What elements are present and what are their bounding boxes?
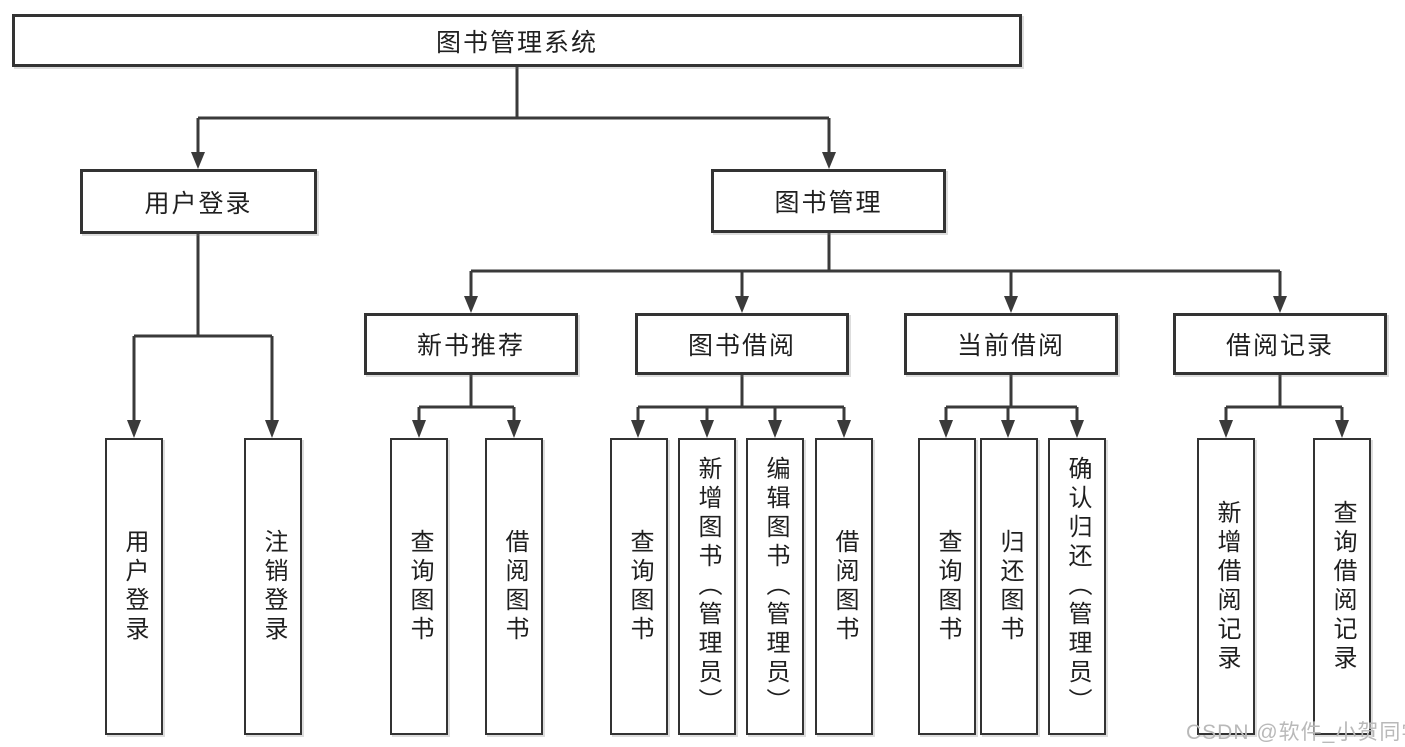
connector-user-login-to-leaves [127, 233, 279, 438]
leaf-query-borrowing-record: 查询借阅记录 [1313, 438, 1371, 735]
leaf-label: 查询图书 [934, 528, 961, 645]
leaf-add-book-admin: 新增图书（管理员） [678, 438, 736, 735]
connector-current-to-leaves [939, 374, 1084, 438]
leaf-label: 新增借阅记录 [1213, 499, 1240, 674]
leaf-logout: 注销登录 [244, 438, 302, 735]
leaf-confirm-return-admin: 确认归还（管理员） [1048, 438, 1106, 735]
node-label: 图书管理 [774, 189, 883, 217]
connector-recommendation-to-leaves [412, 374, 521, 438]
connector-root-to-level1 [191, 66, 836, 169]
connector-book-management-to-level2 [464, 232, 1287, 313]
leaf-query-books-current: 查询图书 [918, 438, 976, 735]
leaf-label: 归还图书 [996, 528, 1023, 645]
connector-records-to-leaves [1219, 374, 1349, 438]
node-new-book-recommendation: 新书推荐 [364, 313, 578, 375]
leaf-return-books: 归还图书 [980, 438, 1038, 735]
node-label: 新书推荐 [416, 332, 525, 360]
leaf-user-login: 用户登录 [105, 438, 163, 735]
leaf-query-books-borrowing: 查询图书 [610, 438, 668, 735]
node-label: 用户登录 [144, 189, 253, 218]
leaf-label: 查询图书 [406, 528, 433, 645]
watermark-text: CSDN @软件_小贺同学 [1186, 721, 1405, 744]
leaf-add-borrowing-record: 新增借阅记录 [1197, 438, 1255, 735]
node-book-management: 图书管理 [711, 169, 946, 233]
node-user-login: 用户登录 [80, 169, 317, 234]
leaf-label: 查询借阅记录 [1329, 499, 1356, 674]
leaf-label: 查询图书 [626, 528, 653, 645]
node-current-borrowing: 当前借阅 [904, 313, 1118, 375]
leaf-label: 用户登录 [121, 528, 148, 645]
leaf-label: 新增图书（管理员） [694, 456, 721, 717]
leaf-label: 编辑图书（管理员） [762, 456, 789, 717]
connector-borrowing-to-leaves [631, 374, 851, 438]
leaf-label: 确认归还（管理员） [1064, 456, 1091, 717]
node-label: 图书管理系统 [435, 28, 598, 57]
node-library-management-system: 图书管理系统 [12, 14, 1022, 67]
node-borrowing-records: 借阅记录 [1173, 313, 1387, 375]
node-label: 当前借阅 [956, 332, 1065, 360]
leaf-label: 借阅图书 [501, 528, 528, 645]
leaf-query-books-recommendation: 查询图书 [390, 438, 448, 735]
node-label: 图书借阅 [687, 332, 796, 360]
leaf-label: 借阅图书 [831, 528, 858, 645]
leaf-edit-book-admin: 编辑图书（管理员） [746, 438, 804, 735]
leaf-label: 注销登录 [260, 528, 287, 645]
node-label: 借阅记录 [1225, 332, 1334, 360]
node-book-borrowing: 图书借阅 [635, 313, 849, 375]
leaf-borrow-books-recommendation: 借阅图书 [485, 438, 543, 735]
leaf-borrow-books-borrowing: 借阅图书 [815, 438, 873, 735]
